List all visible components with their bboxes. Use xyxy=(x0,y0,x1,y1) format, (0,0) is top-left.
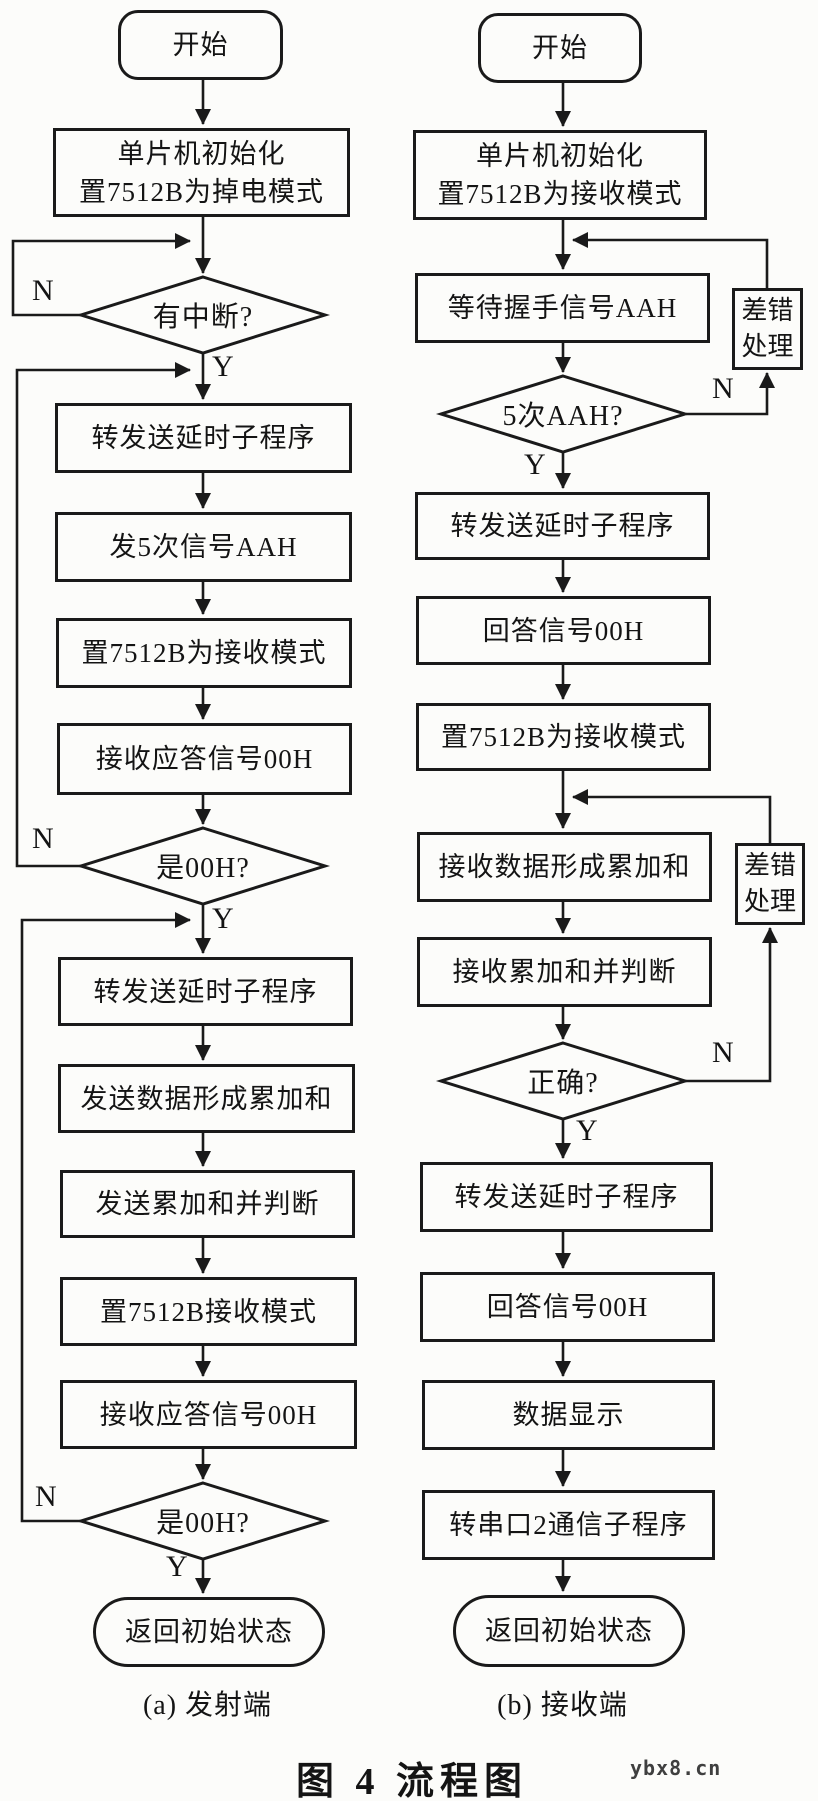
loop-tx-interrupt-no xyxy=(11,233,191,317)
terminal-start-transmitter: 开始 xyxy=(118,10,283,80)
label-rx-5aah-yes: Y xyxy=(524,448,546,481)
label-rx-correct-yes: Y xyxy=(576,1114,598,1147)
decision-5aah-shape xyxy=(435,374,691,454)
decision-is00h-1-shape xyxy=(75,826,331,906)
process-rx-receive-checksum-judge: 接收累加和并判断 xyxy=(417,937,712,1007)
loop-rx-error2-back xyxy=(572,789,772,843)
process-rx-mcu-init-line2: 置7512B为接收模式 xyxy=(437,179,683,209)
label-tx-interrupt-no: N xyxy=(32,274,54,307)
process-tx-send-checksum-judge: 发送累加和并判断 xyxy=(60,1170,355,1238)
process-rx-mcu-init-line1: 单片机初始化 xyxy=(476,141,644,171)
figure-caption-text: 图 4 流程图 xyxy=(296,1761,529,1801)
process-rx-receive-data-checksum: 接收数据形成累加和 xyxy=(417,832,712,902)
process-rx-goto-delay-2: 转发送延时子程序 xyxy=(420,1162,713,1232)
process-tx-goto-delay-2: 转发送延时子程序 xyxy=(58,957,353,1026)
decision-is00h-1-text: 是00H? xyxy=(156,853,250,884)
process-rx-error-handling-2: 差错 处理 xyxy=(735,843,805,925)
arrow-rx-correct-no-to-error2 xyxy=(685,927,778,1083)
process-rx-set-7512b-receive-label: 置7512B为接收模式 xyxy=(440,722,686,752)
loop-tx-is00h2-no xyxy=(20,912,191,1523)
decision-5aah-label: 5次AAH? xyxy=(483,394,643,434)
loop-tx-is00h1-no xyxy=(15,362,191,868)
process-tx-set-7512b-receive-label: 置7512B为接收模式 xyxy=(81,638,327,668)
process-rx-receive-data-checksum-label: 接收数据形成累加和 xyxy=(438,852,691,882)
process-rx-goto-serial2-label: 转串口2通信子程序 xyxy=(449,1510,688,1540)
process-tx-receive-ack-2-label: 接收应答信号00H xyxy=(99,1399,318,1430)
decision-5aah-text: 5次AAH? xyxy=(502,401,624,432)
process-rx-data-display: 数据显示 xyxy=(422,1380,715,1450)
process-tx-mcu-init-line1: 单片机初始化 xyxy=(117,138,286,169)
decision-is00h-2-text: 是00H? xyxy=(156,1508,250,1539)
process-tx-receive-ack-2: 接收应答信号00H xyxy=(60,1380,357,1449)
process-rx-error-handling-1-line1: 差错 xyxy=(741,296,794,325)
process-rx-error-handling-1-line2: 处理 xyxy=(741,332,794,361)
decision-has-interrupt-shape xyxy=(75,275,331,355)
decision-has-interrupt-label: 有中断? xyxy=(123,295,283,335)
terminal-end-transmitter: 返回初始状态 xyxy=(93,1597,325,1667)
process-tx-send-5-aah-label: 发5次信号AAH xyxy=(109,532,298,562)
process-tx-receive-ack-1-label: 接收应答信号00H xyxy=(95,744,314,774)
process-tx-set-7512b-receive-2-label: 置7512B接收模式 xyxy=(99,1296,317,1327)
decision-correct-shape xyxy=(435,1041,691,1121)
process-rx-mcu-init: 单片机初始化 置7512B为接收模式 xyxy=(413,130,707,220)
process-rx-error-handling-1: 差错 处理 xyxy=(732,288,803,370)
arrow-rx-5aah-no-to-error1 xyxy=(686,372,775,416)
label-tx-is00h2-yes: Y xyxy=(166,1550,188,1583)
caption-transmitter: (a) 发射端 xyxy=(95,1683,320,1723)
label-rx-correct-no: N xyxy=(712,1036,734,1069)
caption-receiver: (b) 接收端 xyxy=(450,1683,675,1723)
process-rx-set-7512b-receive: 置7512B为接收模式 xyxy=(416,703,711,771)
label-rx-5aah-no: N xyxy=(712,372,734,405)
terminal-start-transmitter-label: 开始 xyxy=(172,30,229,60)
process-tx-mcu-init: 单片机初始化 置7512B为掉电模式 xyxy=(53,128,350,217)
process-tx-send-5-aah: 发5次信号AAH xyxy=(55,512,352,582)
process-rx-reply-00h-2-label: 回答信号00H xyxy=(486,1292,649,1322)
terminal-start-receiver: 开始 xyxy=(478,13,642,83)
process-tx-mcu-init-line2: 置7512B为掉电模式 xyxy=(78,176,324,207)
process-tx-goto-delay-1: 转发送延时子程序 xyxy=(55,403,352,473)
caption-transmitter-text: (a) 发射端 xyxy=(142,1690,273,1721)
process-rx-goto-delay-2-label: 转发送延时子程序 xyxy=(454,1182,679,1212)
process-tx-send-data-checksum-label: 发送数据形成累加和 xyxy=(80,1083,333,1114)
decision-is00h-1-label: 是00H? xyxy=(123,846,283,886)
decision-correct-text: 正确? xyxy=(527,1068,599,1099)
label-tx-is00h1-yes: Y xyxy=(212,902,234,935)
process-rx-error-handling-2-line1: 差错 xyxy=(743,851,796,880)
process-rx-goto-delay-1-label: 转发送延时子程序 xyxy=(450,511,675,541)
terminal-start-receiver-label: 开始 xyxy=(532,33,588,63)
process-tx-send-checksum-judge-label: 发送累加和并判断 xyxy=(95,1189,320,1219)
process-rx-error-handling-2-line2: 处理 xyxy=(743,887,796,916)
process-tx-set-7512b-receive: 置7512B为接收模式 xyxy=(56,618,352,688)
loop-rx-error1-back xyxy=(572,232,769,288)
watermark: ybx8.cn xyxy=(630,1756,721,1780)
process-rx-reply-00h-2: 回答信号00H xyxy=(420,1272,715,1342)
process-rx-goto-delay-1: 转发送延时子程序 xyxy=(415,492,710,560)
decision-is00h-2-label: 是00H? xyxy=(123,1501,283,1541)
caption-receiver-text: (b) 接收端 xyxy=(497,1690,628,1721)
process-rx-reply-00h-1: 回答信号00H xyxy=(416,596,711,665)
process-tx-goto-delay-1-label: 转发送延时子程序 xyxy=(91,423,316,453)
process-rx-reply-00h-1-label: 回答信号00H xyxy=(482,615,645,646)
watermark-text: ybx8.cn xyxy=(630,1756,722,1780)
process-tx-receive-ack-1: 接收应答信号00H xyxy=(57,723,352,795)
decision-is00h-2-shape xyxy=(75,1481,331,1561)
figure-caption: 图 4 流程图 xyxy=(296,1750,528,1801)
terminal-end-transmitter-label: 返回初始状态 xyxy=(125,1617,293,1647)
process-rx-receive-checksum-judge-label: 接收累加和并判断 xyxy=(452,957,677,987)
terminal-end-receiver-label: 返回初始状态 xyxy=(485,1616,653,1646)
label-tx-is00h2-no: N xyxy=(35,1480,57,1513)
process-tx-set-7512b-receive-2: 置7512B接收模式 xyxy=(60,1277,357,1346)
label-tx-interrupt-yes: Y xyxy=(212,350,234,383)
process-rx-wait-handshake-label: 等待握手信号AAH xyxy=(447,293,678,323)
process-rx-wait-handshake: 等待握手信号AAH xyxy=(415,273,710,343)
label-tx-is00h1-no: N xyxy=(32,822,54,855)
process-rx-goto-serial2: 转串口2通信子程序 xyxy=(422,1490,715,1560)
terminal-end-receiver: 返回初始状态 xyxy=(453,1595,685,1667)
decision-has-interrupt-text: 有中断? xyxy=(152,302,254,333)
decision-correct-label: 正确? xyxy=(483,1061,643,1101)
process-rx-data-display-label: 数据显示 xyxy=(512,1400,625,1430)
process-tx-send-data-checksum: 发送数据形成累加和 xyxy=(58,1064,355,1133)
process-tx-goto-delay-2-label: 转发送延时子程序 xyxy=(93,976,318,1007)
